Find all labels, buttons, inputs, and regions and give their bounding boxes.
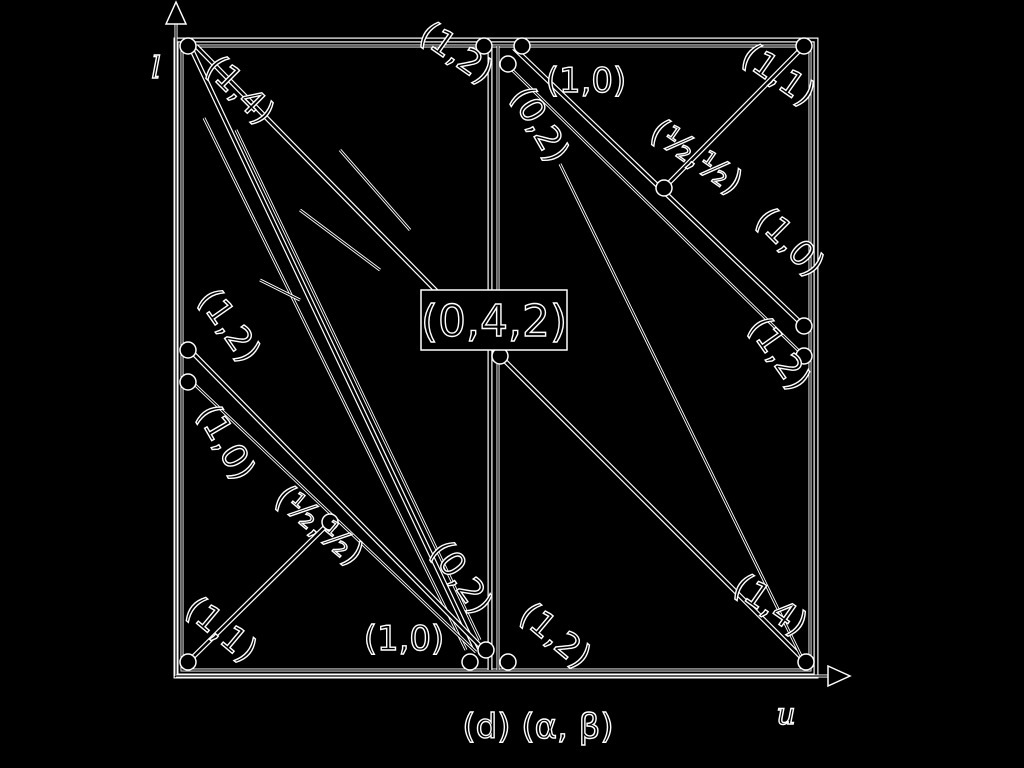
y-axis-arrow-icon — [164, 0, 188, 25]
edge-label: (1,2) — [190, 281, 269, 370]
x-axis-arrow-icon — [827, 664, 852, 688]
vertex-node — [797, 653, 815, 671]
vertex-node — [499, 653, 517, 671]
y-axis-label: l — [151, 51, 161, 86]
edge-label: (1,0) — [364, 619, 445, 659]
center-label: (0,4,2) — [421, 296, 567, 347]
vertices — [179, 37, 815, 671]
vertex-node — [179, 653, 197, 671]
vertex-node — [499, 55, 517, 73]
edge-label: (1,2) — [511, 594, 598, 676]
right-diagonals — [498, 44, 808, 664]
vertex-node — [795, 37, 813, 55]
edge-label: (1,2) — [412, 13, 501, 92]
x-axis-label: u — [776, 697, 795, 732]
vertex-node — [477, 641, 495, 659]
vertex-node — [179, 341, 197, 359]
vertex-node — [795, 317, 813, 335]
vertex-node — [795, 347, 813, 365]
vertex-node — [655, 179, 673, 197]
center-label-group: (0,4,2) — [420, 289, 568, 351]
center-label-box — [420, 289, 568, 351]
x-axis — [176, 664, 852, 688]
y-axis — [164, 0, 188, 676]
vertex-node — [475, 37, 493, 55]
vertex-node — [513, 37, 531, 55]
edge-label: (½,½) — [267, 477, 372, 574]
edge-label: (1,0) — [747, 200, 832, 285]
vertex-node — [179, 373, 197, 391]
sketch-marks — [259, 149, 412, 302]
figure-caption: (d) (α, β) — [462, 707, 613, 747]
edge-label: (1,4) — [726, 565, 815, 644]
vertex-node — [321, 513, 339, 531]
vertex-node — [461, 653, 479, 671]
vertex-node — [179, 37, 197, 55]
edge-label: (1,0) — [546, 61, 627, 101]
